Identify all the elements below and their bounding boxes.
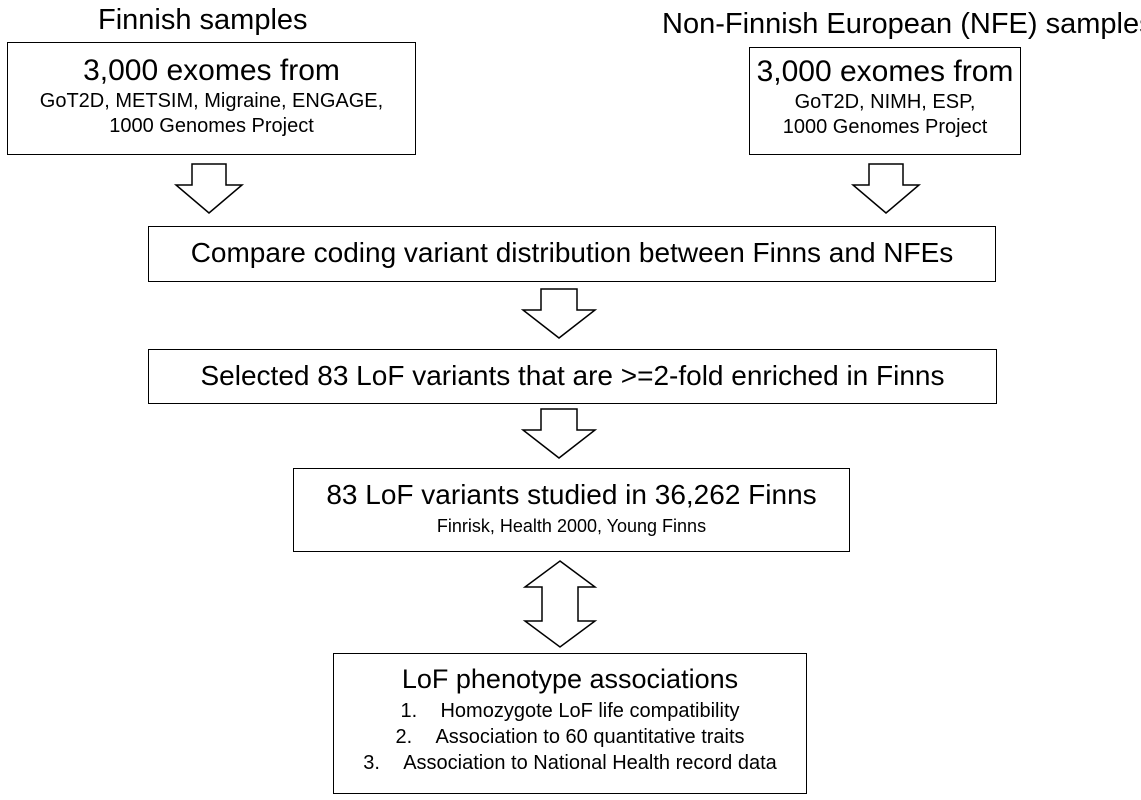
nfe-heading: Non-Finnish European (NFE) samples [662,8,1141,40]
list-item: 1.Homozygote LoF life compatibility [400,700,740,722]
down-arrow-finnish [173,163,245,214]
nfe-box-line2: 1000 Genomes Project [782,116,988,138]
list-item: 2.Association to 60 quantitative traits [395,726,745,748]
nfe-box-title: 3,000 exomes from [756,55,1014,88]
down-arrow-selected [520,408,598,459]
nfe-box-line1: GoT2D, NIMH, ESP, [794,91,976,113]
compare-text: Compare coding variant distribution betw… [190,237,954,268]
finnish-box-line2: 1000 Genomes Project [109,115,314,137]
finnish-box-line1: GoT2D, METSIM, Migraine, ENGAGE, [39,90,384,112]
selected-text: Selected 83 LoF variants that are >=2-fo… [200,360,945,391]
down-arrow-compare [520,288,598,339]
finnish-box-title: 3,000 exomes from [83,54,340,87]
selected-box: Selected 83 LoF variants that are >=2-fo… [148,349,997,404]
studied-box: 83 LoF variants studied in 36,262 Finns … [293,468,850,552]
double-arrow [522,560,598,648]
associations-box: LoF phenotype associations 1.Homozygote … [333,653,807,794]
studied-subtitle: Finrisk, Health 2000, Young Finns [436,516,707,536]
compare-box: Compare coding variant distribution betw… [148,226,996,282]
nfe-exomes-box: 3,000 exomes from GoT2D, NIMH, ESP, 1000… [749,47,1021,155]
associations-title: LoF phenotype associations [401,664,739,694]
studied-title: 83 LoF variants studied in 36,262 Finns [326,479,817,510]
down-arrow-nfe [850,163,922,214]
finnish-exomes-box: 3,000 exomes from GoT2D, METSIM, Migrain… [7,42,416,155]
list-item: 3.Association to National Health record … [363,752,777,774]
finnish-heading: Finnish samples [98,4,308,36]
